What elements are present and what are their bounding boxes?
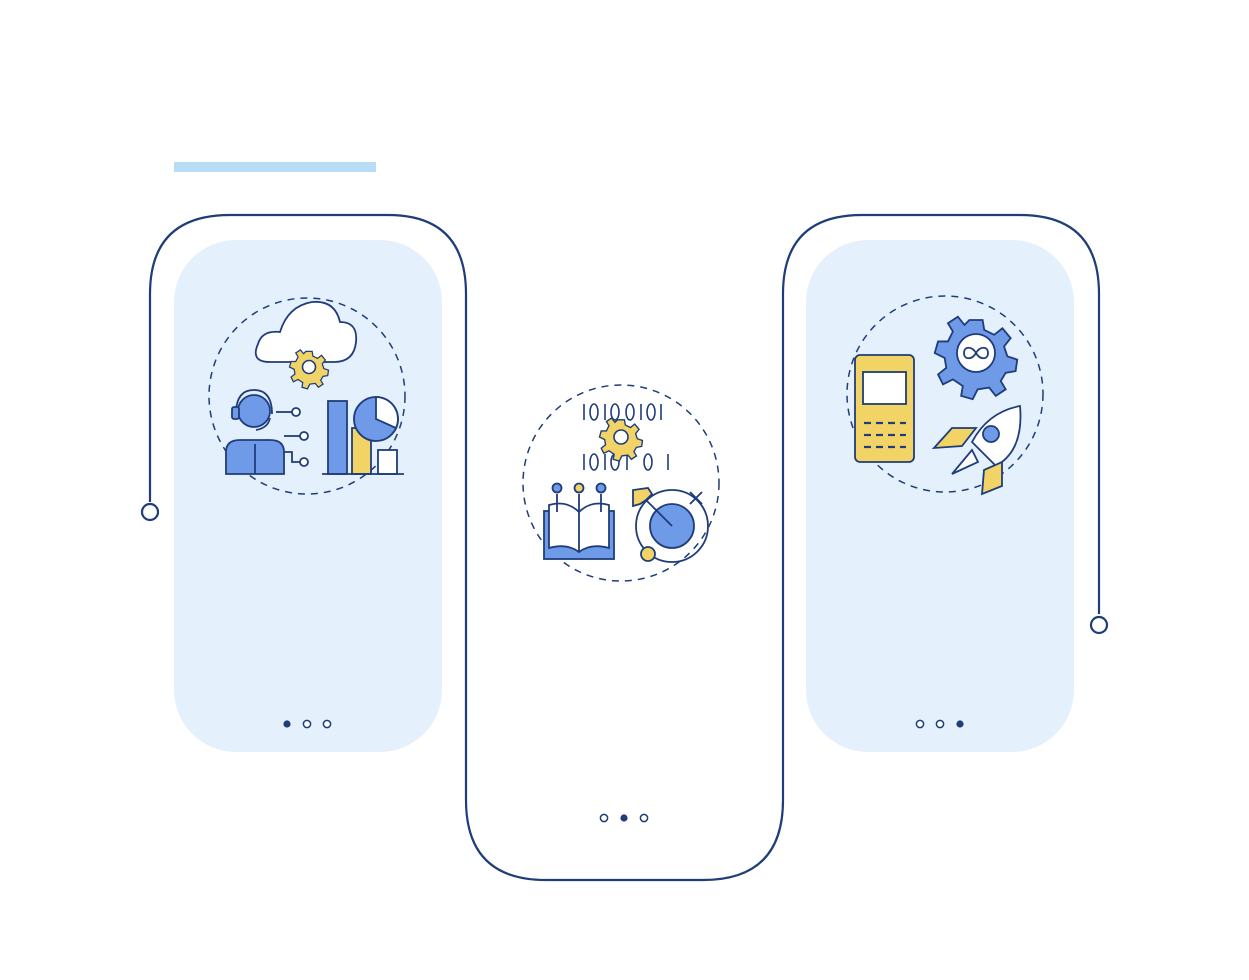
step-2-dot-1 <box>599 813 609 823</box>
step-2-card <box>464 294 785 882</box>
step-1-panel <box>174 240 442 752</box>
step-3-connector-node <box>1089 615 1109 635</box>
step-2-dot-3 <box>639 813 649 823</box>
step-1-dashed-ring <box>208 297 406 495</box>
pie-chart-icon <box>353 396 399 442</box>
step-3-panel <box>806 240 1074 752</box>
step-3-page-dots <box>915 719 964 729</box>
calculator-icon <box>854 354 915 463</box>
target-arrow-icon <box>632 487 709 563</box>
gear-icon <box>288 349 330 390</box>
step-1-dot-2 <box>302 719 312 729</box>
step-3-card <box>781 213 1109 752</box>
step-1-dot-3 <box>322 719 332 729</box>
step-2-frame <box>464 294 785 882</box>
gear-icon <box>598 417 644 462</box>
step-2-dashed-ring <box>522 384 720 582</box>
step-2-page-dots <box>599 813 649 823</box>
rocket-icon <box>931 404 1022 496</box>
binary-code-icon <box>583 403 669 471</box>
step-2-dot-2 <box>620 814 628 822</box>
open-book-icon <box>543 482 615 560</box>
step-1-dot-1 <box>283 720 291 728</box>
cloud-icon <box>254 300 358 363</box>
step-3-frame <box>781 213 1101 614</box>
step-3-dot-2 <box>935 719 945 729</box>
step-1-card <box>140 213 468 752</box>
infinity-gear-icon <box>933 315 1019 401</box>
header-accent-bar <box>174 162 376 172</box>
step-1-page-dots <box>283 719 332 729</box>
step-3-dot-3 <box>956 720 964 728</box>
step-3-dashed-ring <box>846 295 1044 493</box>
step-1-frame <box>148 213 468 502</box>
support-agent-icon <box>225 389 309 475</box>
step-1-connector-node <box>140 502 160 522</box>
step-3-dot-1 <box>915 719 925 729</box>
